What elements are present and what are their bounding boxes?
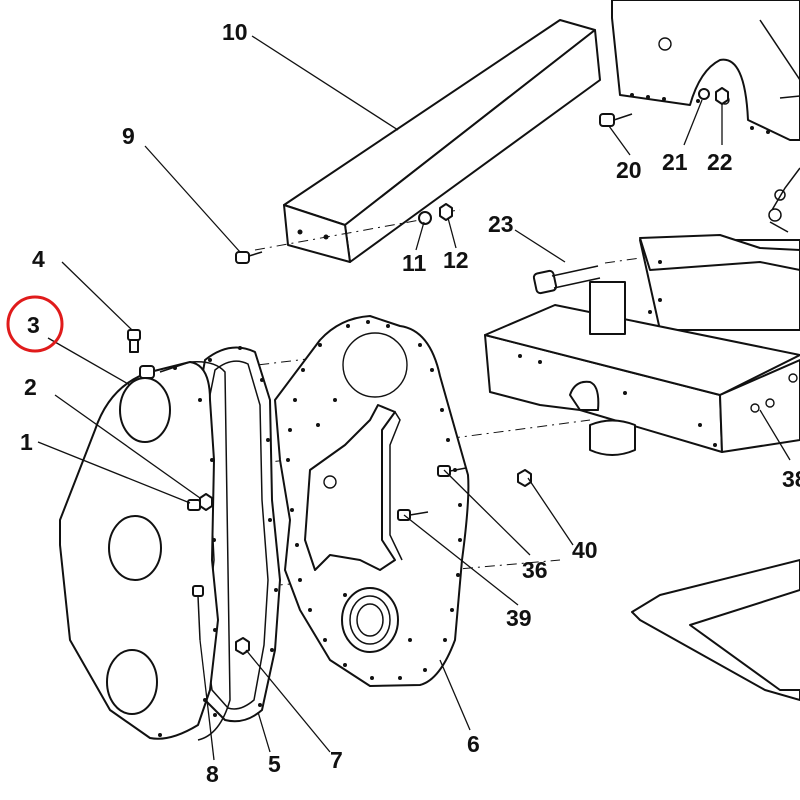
callout-36: 36 <box>522 557 548 583</box>
deflector-plate <box>631 559 800 701</box>
nut-11 <box>418 211 432 225</box>
washer-12 <box>439 203 453 221</box>
callout-20: 20 <box>616 157 642 183</box>
bolt-8 <box>192 585 204 641</box>
main-frame <box>484 234 800 456</box>
callout-4: 4 <box>32 246 45 272</box>
callout-39: 39 <box>506 605 532 631</box>
washer-2 <box>199 493 213 511</box>
callout-9: 9 <box>122 123 135 149</box>
callout-1: 1 <box>20 429 33 455</box>
callout-labels: 10 9 20 21 22 23 11 12 4 3 2 1 36 40 39 … <box>20 19 800 787</box>
callout-23: 23 <box>488 211 514 237</box>
callout-11: 11 <box>402 250 427 276</box>
bolt-9 <box>235 251 263 264</box>
plate-6-holes <box>286 320 462 680</box>
washer-22 <box>715 87 729 105</box>
highlight-circle <box>6 295 64 353</box>
callout-22: 22 <box>707 149 733 175</box>
callout-7: 7 <box>330 747 343 773</box>
callout-38: 38 <box>782 466 800 492</box>
bolt-20 <box>599 113 633 127</box>
callout-8: 8 <box>206 761 219 787</box>
callout-3: 3 <box>27 312 40 338</box>
nut-40 <box>517 469 532 487</box>
part-3-chain-case-cover <box>59 360 231 741</box>
callout-2: 2 <box>24 374 37 400</box>
callout-12: 12 <box>443 247 469 273</box>
nut-21 <box>698 88 710 100</box>
callout-10: 10 <box>222 19 248 45</box>
part-10-square-tube <box>283 19 601 263</box>
retainer-pin <box>768 167 800 233</box>
nut-7 <box>235 637 250 655</box>
leader-lines <box>37 35 791 761</box>
callout-5: 5 <box>268 751 281 777</box>
bolt-1 <box>187 499 201 511</box>
callout-21: 21 <box>662 149 688 175</box>
callout-40: 40 <box>572 537 598 563</box>
plug-4 <box>127 329 141 353</box>
top-right-bracket <box>611 0 800 141</box>
callout-6: 6 <box>467 731 480 757</box>
part-6-center-plate <box>274 315 470 687</box>
bolt-23 <box>532 265 601 295</box>
